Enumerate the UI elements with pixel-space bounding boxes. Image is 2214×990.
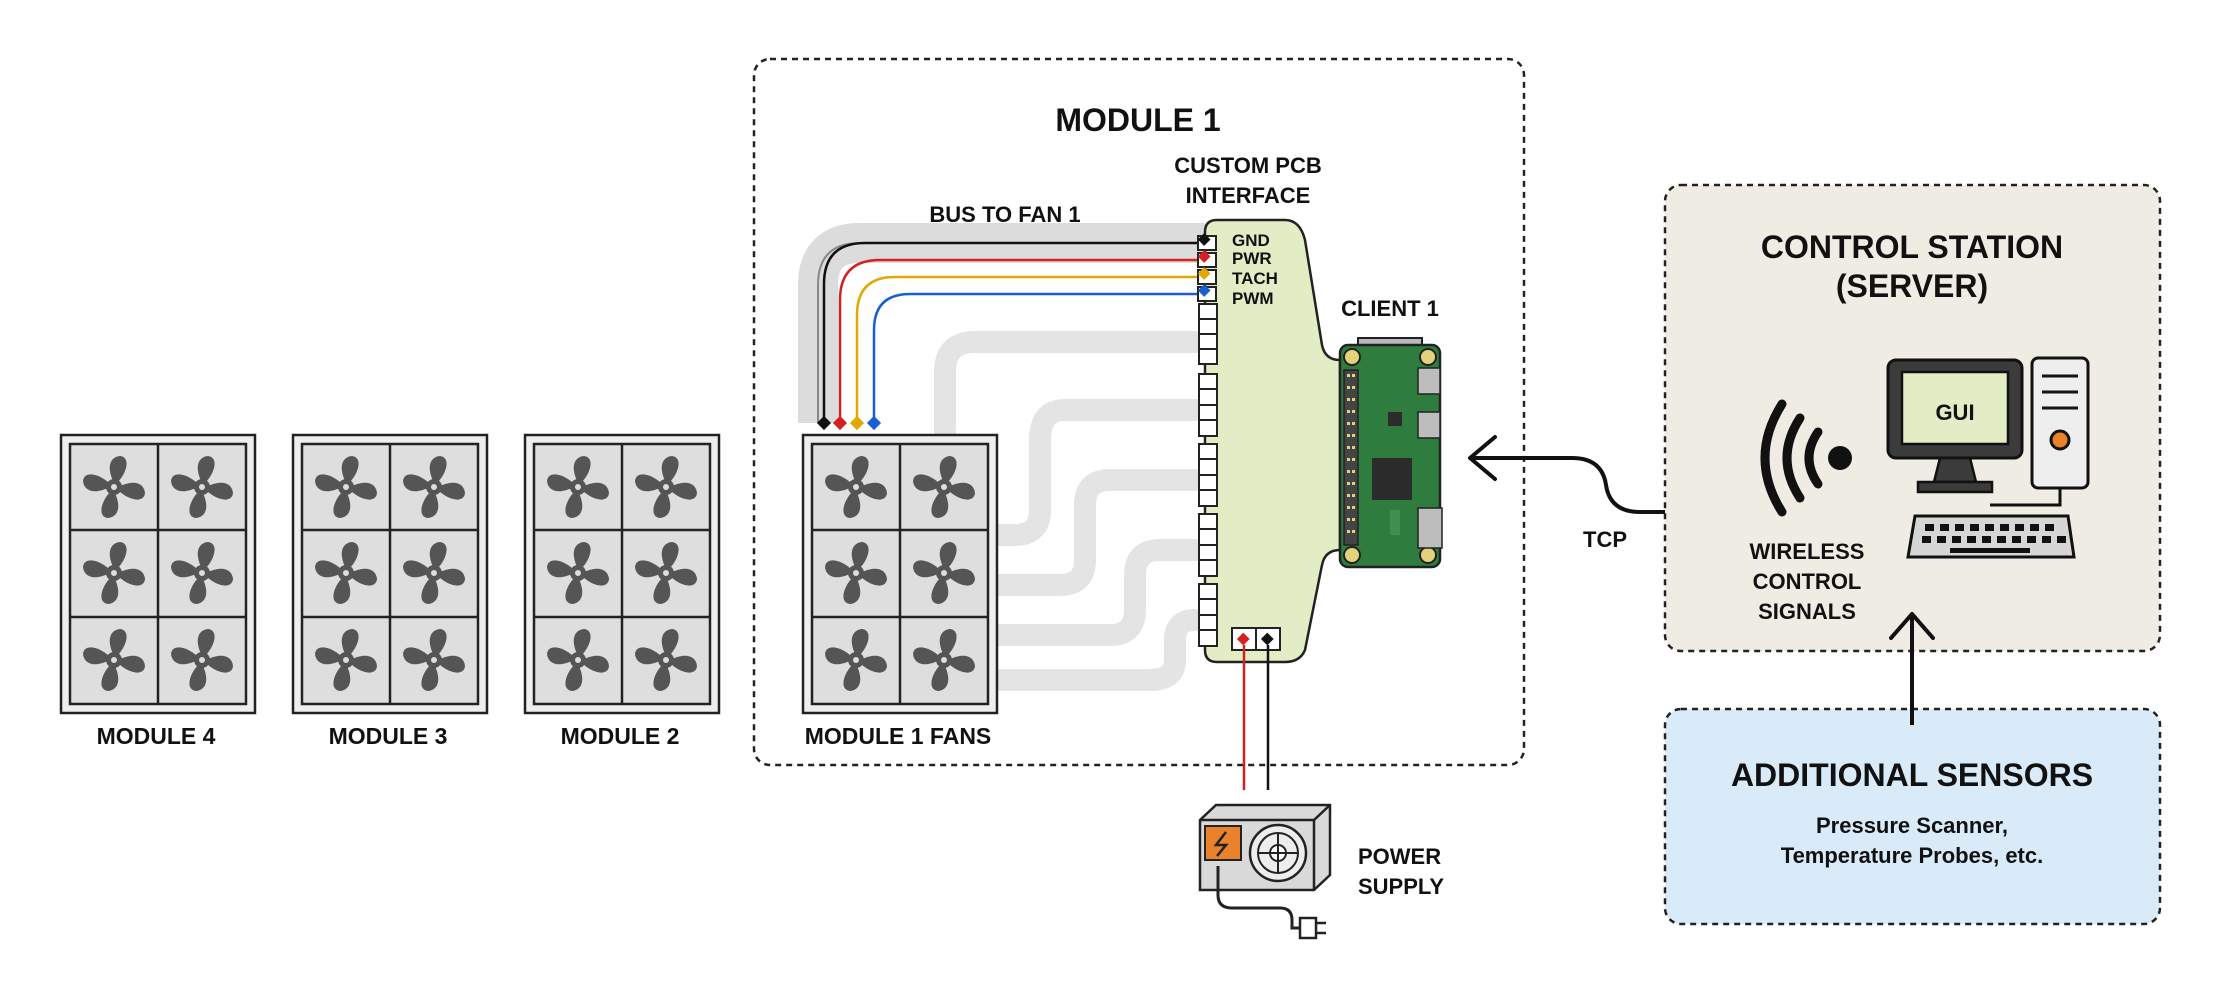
pin-gnd: GND [1232,231,1270,250]
wireless-icon [1760,399,1852,517]
computer-icon: GUI [1886,356,2090,559]
fan-icon [61,435,255,713]
pcb-label-line2: INTERFACE [1186,183,1311,208]
module-1-title: MODULE 1 [1055,102,1220,138]
fan-icon [293,435,487,713]
gui-label: GUI [1935,400,1974,425]
sensors-arrow [1889,612,1935,725]
module-1-frame [752,57,1526,767]
additional-sensors: ADDITIONAL SENSORS Pressure Scanner, Tem… [1663,707,2162,926]
wireless-label-line2: CONTROL [1753,569,1862,594]
fan-icon [525,435,719,713]
wireless-label-line3: SIGNALS [1758,599,1856,624]
control-station-title-line1: CONTROL STATION [1761,229,2063,265]
raspberry-pi-icon [1338,337,1443,569]
pcb-label-line1: CUSTOM PCB [1174,153,1322,178]
module-4: MODULE 4 [61,435,255,749]
pin-pwr: PWR [1232,249,1272,268]
tcp-link: TCP [1468,435,1665,552]
sensors-line1: Pressure Scanner, [1816,813,2008,838]
wireless-label-line1: WIRELESS [1750,539,1865,564]
tcp-label: TCP [1583,527,1627,552]
power-supply-label-line1: POWER [1358,844,1441,869]
power-wires [1242,645,1270,790]
power-supply-label-line2: SUPPLY [1358,874,1444,899]
sensors-line2: Temperature Probes, etc. [1781,843,2043,868]
pin-pwm: PWM [1232,289,1274,308]
bus-to-fan-1: BUS TO FAN 1 [798,202,1205,431]
client-label: CLIENT 1 [1341,296,1439,321]
client-1: CLIENT 1 [1338,296,1443,569]
fan-icon [803,435,997,713]
sensors-title: ADDITIONAL SENSORS [1731,757,2093,793]
module-2-label: MODULE 2 [561,723,680,749]
module-2: MODULE 2 [525,435,719,749]
module-3-label: MODULE 3 [329,723,448,749]
bus-label: BUS TO FAN 1 [929,202,1080,227]
module-1-fans-label: MODULE 1 FANS [805,723,992,749]
control-station-title-line2: (SERVER) [1836,268,1988,304]
module-4-label: MODULE 4 [97,723,216,749]
power-supply-icon [1198,803,1332,940]
module-1-fans: MODULE 1 FANS [803,435,997,749]
fan-bus-backgrounds [934,331,1206,691]
custom-pcb: CUSTOM PCB INTERFACE GND PWR TACH PWM [1174,153,1342,664]
control-station: CONTROL STATION (SERVER) WIRELESS CONTRO… [1663,183,2162,653]
module-3: MODULE 3 [293,435,487,749]
pin-tach: TACH [1232,269,1278,288]
